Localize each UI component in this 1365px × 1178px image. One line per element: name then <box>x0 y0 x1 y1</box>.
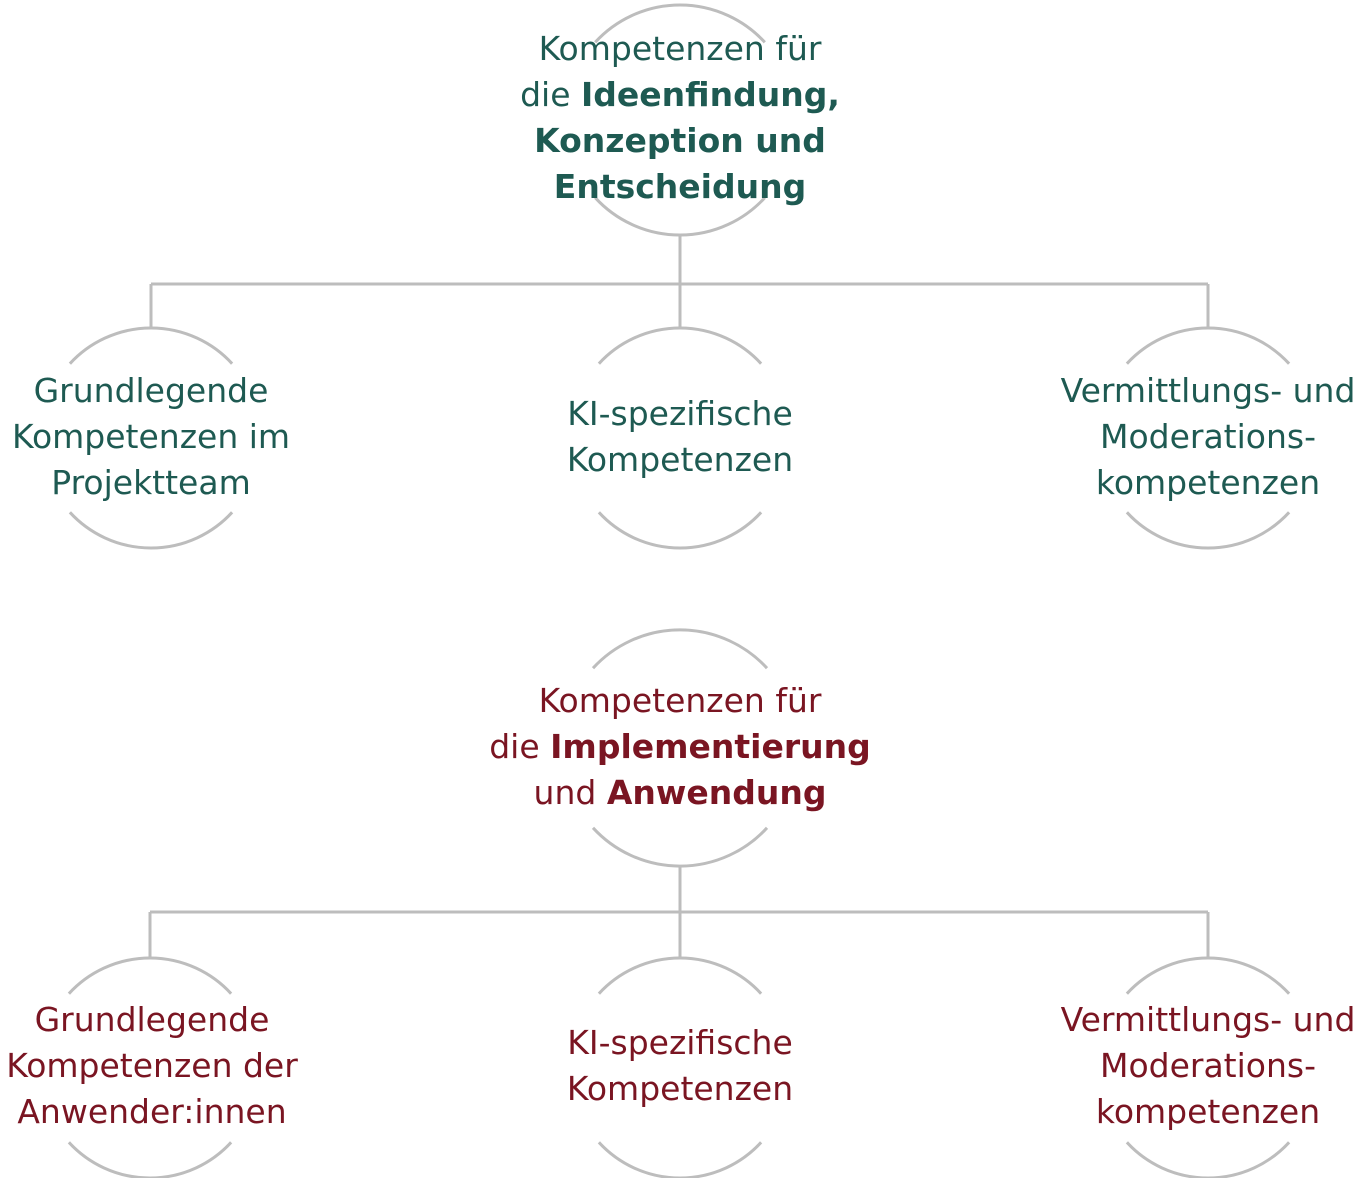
group1-child-grundlegende: Grundlegende Kompetenzen im Projektteam <box>0 368 302 506</box>
group1-child-vermittlung: Vermittlungs- und Moderations- kompetenz… <box>1053 368 1363 506</box>
child-circle-bottom-arc <box>1125 511 1291 550</box>
root-line-3-bold: Konzeption und <box>534 121 826 160</box>
root-circle-bottom-arc <box>591 826 769 868</box>
child-circle-bottom-arc <box>67 1141 233 1178</box>
root-circle-top-arc <box>591 628 769 670</box>
child-circle-bottom-arc <box>597 1141 763 1178</box>
child-label-line: Kompetenzen <box>566 440 794 479</box>
group2-child-ki-spezifisch: KI-spezifische Kompetenzen <box>500 1020 860 1112</box>
root-line-4-bold: Entscheidung <box>553 167 807 206</box>
child-label-line: Grundlegende <box>33 371 269 410</box>
root-circle-top-arc <box>594 3 766 44</box>
child-label-line: KI-spezifische <box>567 1023 793 1062</box>
root-line-1: Kompetenzen für <box>538 681 822 720</box>
root-line-3-prefix: und <box>533 773 607 812</box>
child-label-line: Moderations- <box>1099 1046 1316 1085</box>
child-circle-bottom-arc <box>68 511 234 550</box>
child-circle-top-arc <box>597 956 763 995</box>
root-line-2-bold: Implementierung <box>550 727 871 766</box>
child-label-line: kompetenzen <box>1095 1092 1321 1131</box>
child-label-line: Kompetenzen der <box>6 1046 298 1085</box>
child-label-line: Vermittlungs- und <box>1060 371 1356 410</box>
group2-child-vermittlung: Vermittlungs- und Moderations- kompetenz… <box>1053 997 1363 1135</box>
child-circle-bottom-arc <box>597 511 763 550</box>
child-circle-top-arc <box>1125 326 1291 365</box>
root-line-2-prefix: die <box>520 75 582 114</box>
child-label-line: Vermittlungs- und <box>1060 1000 1356 1039</box>
child-label-line: Kompetenzen <box>566 1069 794 1108</box>
root-line-3-bold: Anwendung <box>606 773 827 812</box>
child-label-line: Projektteam <box>51 463 251 502</box>
child-circle-top-arc <box>67 956 233 995</box>
child-label-line: Anwender:innen <box>17 1092 287 1131</box>
child-circle-top-arc <box>68 326 234 365</box>
child-circle-top-arc <box>1125 956 1291 995</box>
root-line-2-prefix: die <box>489 727 551 766</box>
child-label-line: kompetenzen <box>1095 463 1321 502</box>
group2-child-grundlegende: Grundlegende Kompetenzen der Anwender:in… <box>0 997 304 1135</box>
root-line-2-bold: Ideenfindung, <box>581 75 840 114</box>
child-label-line: Moderations- <box>1099 417 1316 456</box>
group1-root-label: Kompetenzen für die Ideenfindung, Konzep… <box>480 26 880 210</box>
child-circle-top-arc <box>597 326 763 365</box>
child-label-line: Grundlegende <box>34 1000 270 1039</box>
child-circle-bottom-arc <box>1125 1141 1291 1178</box>
group2-root-label: Kompetenzen für die Implementierung und … <box>460 678 900 816</box>
child-label-line: KI-spezifische <box>567 394 793 433</box>
child-label-line: Kompetenzen im <box>11 417 291 456</box>
root-line-1: Kompetenzen für <box>538 29 822 68</box>
group1-child-ki-spezifisch: KI-spezifische Kompetenzen <box>500 391 860 483</box>
